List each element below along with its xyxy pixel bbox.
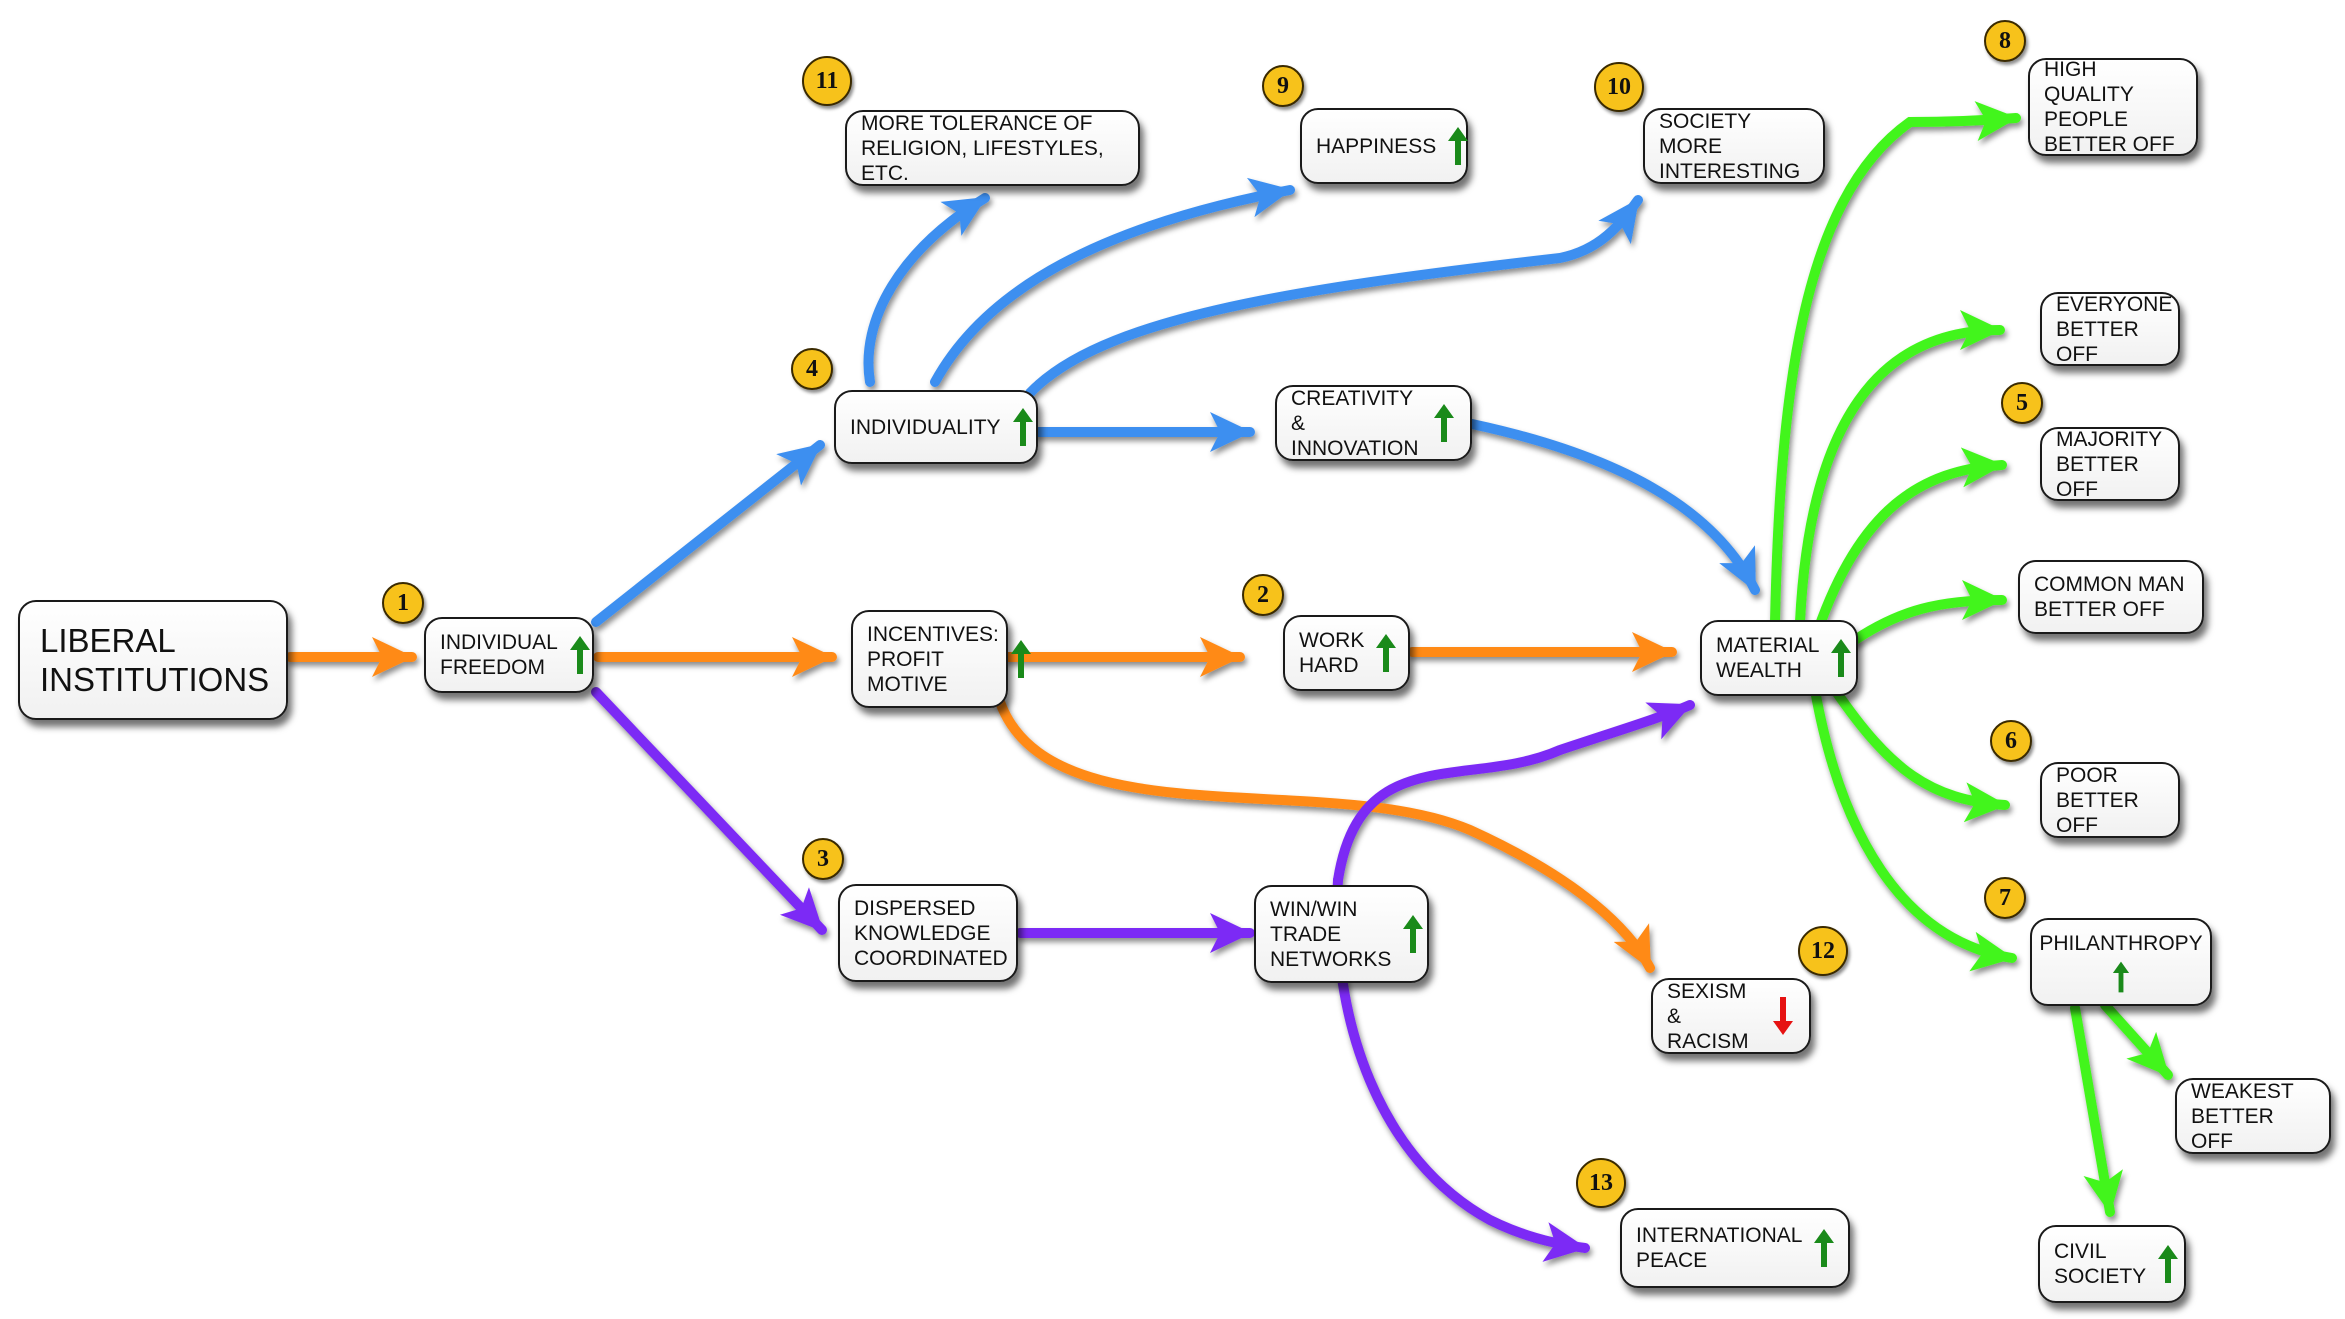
node-label: HAPPINESS (1316, 134, 1437, 158)
node-creativity: CREATIVITY & INNOVATION (1275, 385, 1472, 461)
up-arrow-icon (1010, 640, 1031, 678)
node-philanthropy: PHILANTHROPY (2030, 918, 2212, 1006)
node-label: PHILANTHROPY (2039, 931, 2203, 955)
node-label: INDIVIDUAL FREEDOM (440, 631, 558, 679)
badge-1: 1 (382, 582, 424, 624)
badge-4: 4 (791, 348, 833, 390)
badge-10: 10 (1594, 62, 1644, 112)
badge-3: 3 (802, 838, 844, 880)
node-sexism-racism: SEXISM & RACISM (1651, 978, 1811, 1054)
node-common-man: COMMON MAN BETTER OFF (2018, 560, 2204, 634)
node-label: INTERNATIONAL PEACE (1636, 1224, 1803, 1272)
node-dispersed-knowledge: DISPERSED KNOWLEDGE COORDINATED (838, 884, 1018, 982)
badge-2: 2 (1242, 574, 1284, 616)
node-material-wealth: MATERIAL WEALTH (1700, 620, 1858, 696)
node-high-quality: HIGH QUALITY PEOPLE BETTER OFF (2028, 58, 2198, 156)
badge-7: 7 (1984, 877, 2026, 919)
arrow-wealth-to-poor (1830, 685, 2010, 823)
node-label: HIGH QUALITY PEOPLE BETTER OFF (2044, 58, 2175, 156)
arrow-wealth-to-majority (1813, 447, 2007, 635)
node-incentives: INCENTIVES: PROFIT MOTIVE (851, 610, 1031, 708)
up-arrow-icon (1403, 915, 1424, 953)
badge-8: 8 (1984, 20, 2026, 62)
node-label: INDIVIDUALITY (850, 415, 1001, 439)
node-label: MAJORITY BETTER OFF (2056, 427, 2163, 501)
node-label: WEAKEST BETTER OFF (2191, 1079, 2294, 1153)
node-label: EVERYONE BETTER OFF (2056, 292, 2173, 366)
node-label: CREATIVITY & INNOVATION (1291, 386, 1419, 460)
node-weakest: WEAKEST BETTER OFF (2175, 1078, 2331, 1154)
arrow-winwin-to-wealth (1333, 700, 1695, 885)
node-label: LIBERAL INSTITUTIONS (40, 622, 270, 698)
node-win-win: WIN/WIN TRADE NETWORKS (1254, 885, 1429, 983)
arrow-wealth-to-commonman (1850, 580, 2007, 645)
node-everyone: EVERYONE BETTER OFF (2040, 292, 2180, 366)
node-label: DISPERSED KNOWLEDGE COORDINATED (854, 896, 1008, 970)
arrow-individuality-to-happiness (930, 177, 1295, 387)
arrow-philanthropy-to-civil (2070, 1003, 2123, 1217)
up-arrow-icon (1831, 639, 1852, 677)
up-arrow-icon (1434, 404, 1454, 442)
node-label: SEXISM & RACISM (1667, 979, 1749, 1053)
arrow-wealth-to-highquality (1770, 101, 2021, 627)
node-work-hard: WORK HARD (1283, 615, 1410, 691)
arrow-philanthropy-to-weakest (2100, 1000, 2173, 1080)
up-arrow-icon (1448, 127, 1469, 165)
badge-11: 11 (802, 56, 852, 106)
badge-12: 12 (1798, 926, 1848, 976)
down-arrow-icon (1773, 997, 1793, 1035)
node-label: MATERIAL WEALTH (1716, 634, 1820, 682)
node-individual-freedom: INDIVIDUAL FREEDOM (424, 617, 594, 693)
node-label: WIN/WIN TRADE NETWORKS (1270, 897, 1392, 971)
node-label: INCENTIVES: PROFIT MOTIVE (867, 622, 999, 696)
node-label: COMMON MAN BETTER OFF (2034, 573, 2185, 621)
node-majority: MAJORITY BETTER OFF (2040, 427, 2180, 501)
up-arrow-icon (1012, 408, 1033, 446)
arrow-wealth-to-philanthropy (1810, 685, 2017, 972)
node-label: MORE TOLERANCE OF RELIGION, LIFESTYLES, … (861, 111, 1104, 185)
arrow-creativity-to-wealth (1467, 419, 1760, 595)
node-label: POOR BETTER OFF (2056, 763, 2139, 837)
arrow-individuality-to-society (1025, 195, 1643, 398)
node-liberal-institutions: LIBERAL INSTITUTIONS (18, 600, 288, 720)
badge-6: 6 (1990, 720, 2032, 762)
up-arrow-icon (1814, 1229, 1835, 1267)
node-label: WORK HARD (1299, 629, 1365, 677)
arrow-freedom-to-dispersed (591, 687, 827, 935)
node-happiness: HAPPINESS (1300, 108, 1469, 184)
up-arrow-icon (2112, 961, 2130, 992)
arrow-incentives-to-sexism (995, 697, 1655, 973)
node-label: CIVIL SOCIETY (2054, 1240, 2147, 1288)
up-arrow-icon (1376, 634, 1397, 672)
node-poor: POOR BETTER OFF (2040, 762, 2180, 838)
node-civil-society: CIVIL SOCIETY (2038, 1225, 2186, 1303)
badge-13: 13 (1576, 1158, 1626, 1208)
arrow-individuality-to-tolerance (863, 193, 990, 387)
badge-9: 9 (1262, 65, 1304, 107)
node-label: SOCIETY MORE INTERESTING (1659, 109, 1801, 183)
arrow-freedom-to-individuality (591, 440, 825, 627)
node-society-interesting: SOCIETY MORE INTERESTING (1643, 108, 1825, 184)
badge-5: 5 (2001, 382, 2043, 424)
node-individuality: INDIVIDUALITY (834, 390, 1038, 464)
up-arrow-icon (569, 636, 590, 674)
node-international-peace: INTERNATIONAL PEACE (1620, 1208, 1850, 1288)
arrow-wealth-to-everyone (1795, 310, 2005, 627)
up-arrow-icon (2158, 1245, 2179, 1283)
node-tolerance: MORE TOLERANCE OF RELIGION, LIFESTYLES, … (845, 110, 1140, 186)
